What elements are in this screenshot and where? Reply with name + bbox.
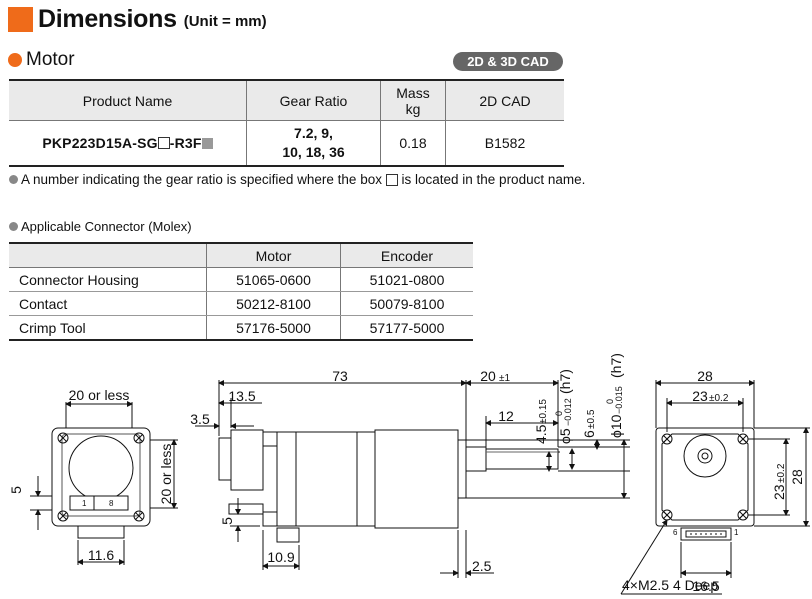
svg-text:−0.015: −0.015 [614, 386, 624, 414]
dim-10-9: 10.9 [267, 549, 294, 565]
svg-text:6: 6 [581, 430, 597, 438]
dim-20-or-less-top: 20 or less [69, 387, 130, 403]
dim-screw-holes: 4×M2.5 4 Deep [622, 577, 718, 593]
mass-cell: 0.18 [380, 120, 446, 167]
svg-text:(h7): (h7) [608, 353, 624, 378]
dim-11-6: 11.6 [88, 547, 114, 563]
dim-6-group: 6 ±0.5 [581, 409, 597, 438]
svg-text:±0.5: ±0.5 [586, 409, 597, 429]
conn-header-motor: Motor [206, 242, 341, 268]
dim-20-tol: ±1 [499, 373, 510, 384]
gear-ratio-note: A number indicating the gear ratio is sp… [9, 172, 585, 187]
motor-section-title: Motor [8, 49, 75, 71]
dim-23-right-group: 23 ±0.2 [771, 463, 787, 500]
orange-bullet-icon [8, 53, 22, 67]
connector-pin-1: 1 [734, 528, 739, 537]
dim-phi5-group: ϕ5 0 −0.012 (h7) [554, 369, 573, 444]
dim-2-5: 2.5 [472, 558, 492, 574]
dim-23-top: 23 [692, 388, 708, 404]
dim-12: 12 [498, 408, 514, 424]
svg-text:±0.15: ±0.15 [538, 399, 549, 424]
rear-view [620, 380, 810, 595]
header-product-name: Product Name [9, 79, 247, 121]
svg-text:23: 23 [771, 484, 787, 500]
gear-ratio-cell: 7.2, 9,10, 18, 36 [246, 120, 381, 167]
front-view [30, 401, 178, 565]
dim-3-5: 3.5 [190, 411, 210, 427]
svg-text:±0.2: ±0.2 [776, 463, 787, 483]
filled-box-icon [201, 138, 213, 149]
dim-20-or-less-side: 20 or less [158, 444, 174, 505]
dim-4-5-group: 4.5 ±0.15 [533, 399, 549, 444]
dim-5-left: 5 [8, 486, 24, 494]
conn-header-blank [9, 242, 207, 268]
dim-73: 73 [332, 368, 348, 384]
section-title: Motor [26, 49, 75, 70]
svg-text:0: 0 [605, 399, 615, 404]
dim-28-right: 28 [789, 469, 805, 485]
cad-download-button[interactable]: 2D & 3D CAD [453, 52, 563, 71]
dim-23-top-tol: ±0.2 [709, 393, 729, 404]
side-view [195, 380, 630, 578]
svg-text:ϕ5: ϕ5 [557, 428, 573, 444]
dim-16-5: 16.5 [692, 578, 719, 594]
unit-label: (Unit = mm) [183, 13, 267, 30]
connector-pin-6: 6 [673, 528, 678, 537]
dimensions-header: Dimensions (Unit = mm) [8, 4, 267, 34]
gray-bullet-icon [9, 175, 18, 184]
pin-8-label: 8 [109, 499, 114, 508]
gear-box-icon [157, 137, 170, 149]
connector-title: Applicable Connector (Molex) [9, 219, 192, 234]
page-title: Dimensions [38, 4, 177, 33]
product-name-cell: PKP223D15A-SG-R3F [9, 120, 247, 167]
box-icon [385, 173, 398, 186]
svg-text:−0.012: −0.012 [563, 398, 573, 426]
dim-28-top: 28 [697, 368, 713, 384]
cad-cell[interactable]: B1582 [445, 120, 564, 167]
dim-20: 20 [480, 368, 496, 384]
dim-13-5: 13.5 [228, 388, 255, 404]
orange-square-icon [8, 6, 33, 32]
svg-text:(h7): (h7) [557, 369, 573, 394]
header-2d-cad: 2D CAD [445, 79, 564, 121]
svg-text:4.5: 4.5 [533, 424, 549, 444]
pin-1-label: 1 [82, 499, 87, 508]
dim-phi10-group: ϕ10 0 −0.015 (h7) [605, 353, 624, 438]
svg-text:0: 0 [554, 411, 564, 416]
conn-header-encoder: Encoder [340, 242, 473, 268]
header-gear-ratio: Gear Ratio [246, 79, 381, 121]
gray-bullet-icon [9, 222, 18, 231]
svg-text:ϕ10: ϕ10 [608, 414, 624, 438]
dim-5-bottom: 5 [219, 517, 235, 525]
